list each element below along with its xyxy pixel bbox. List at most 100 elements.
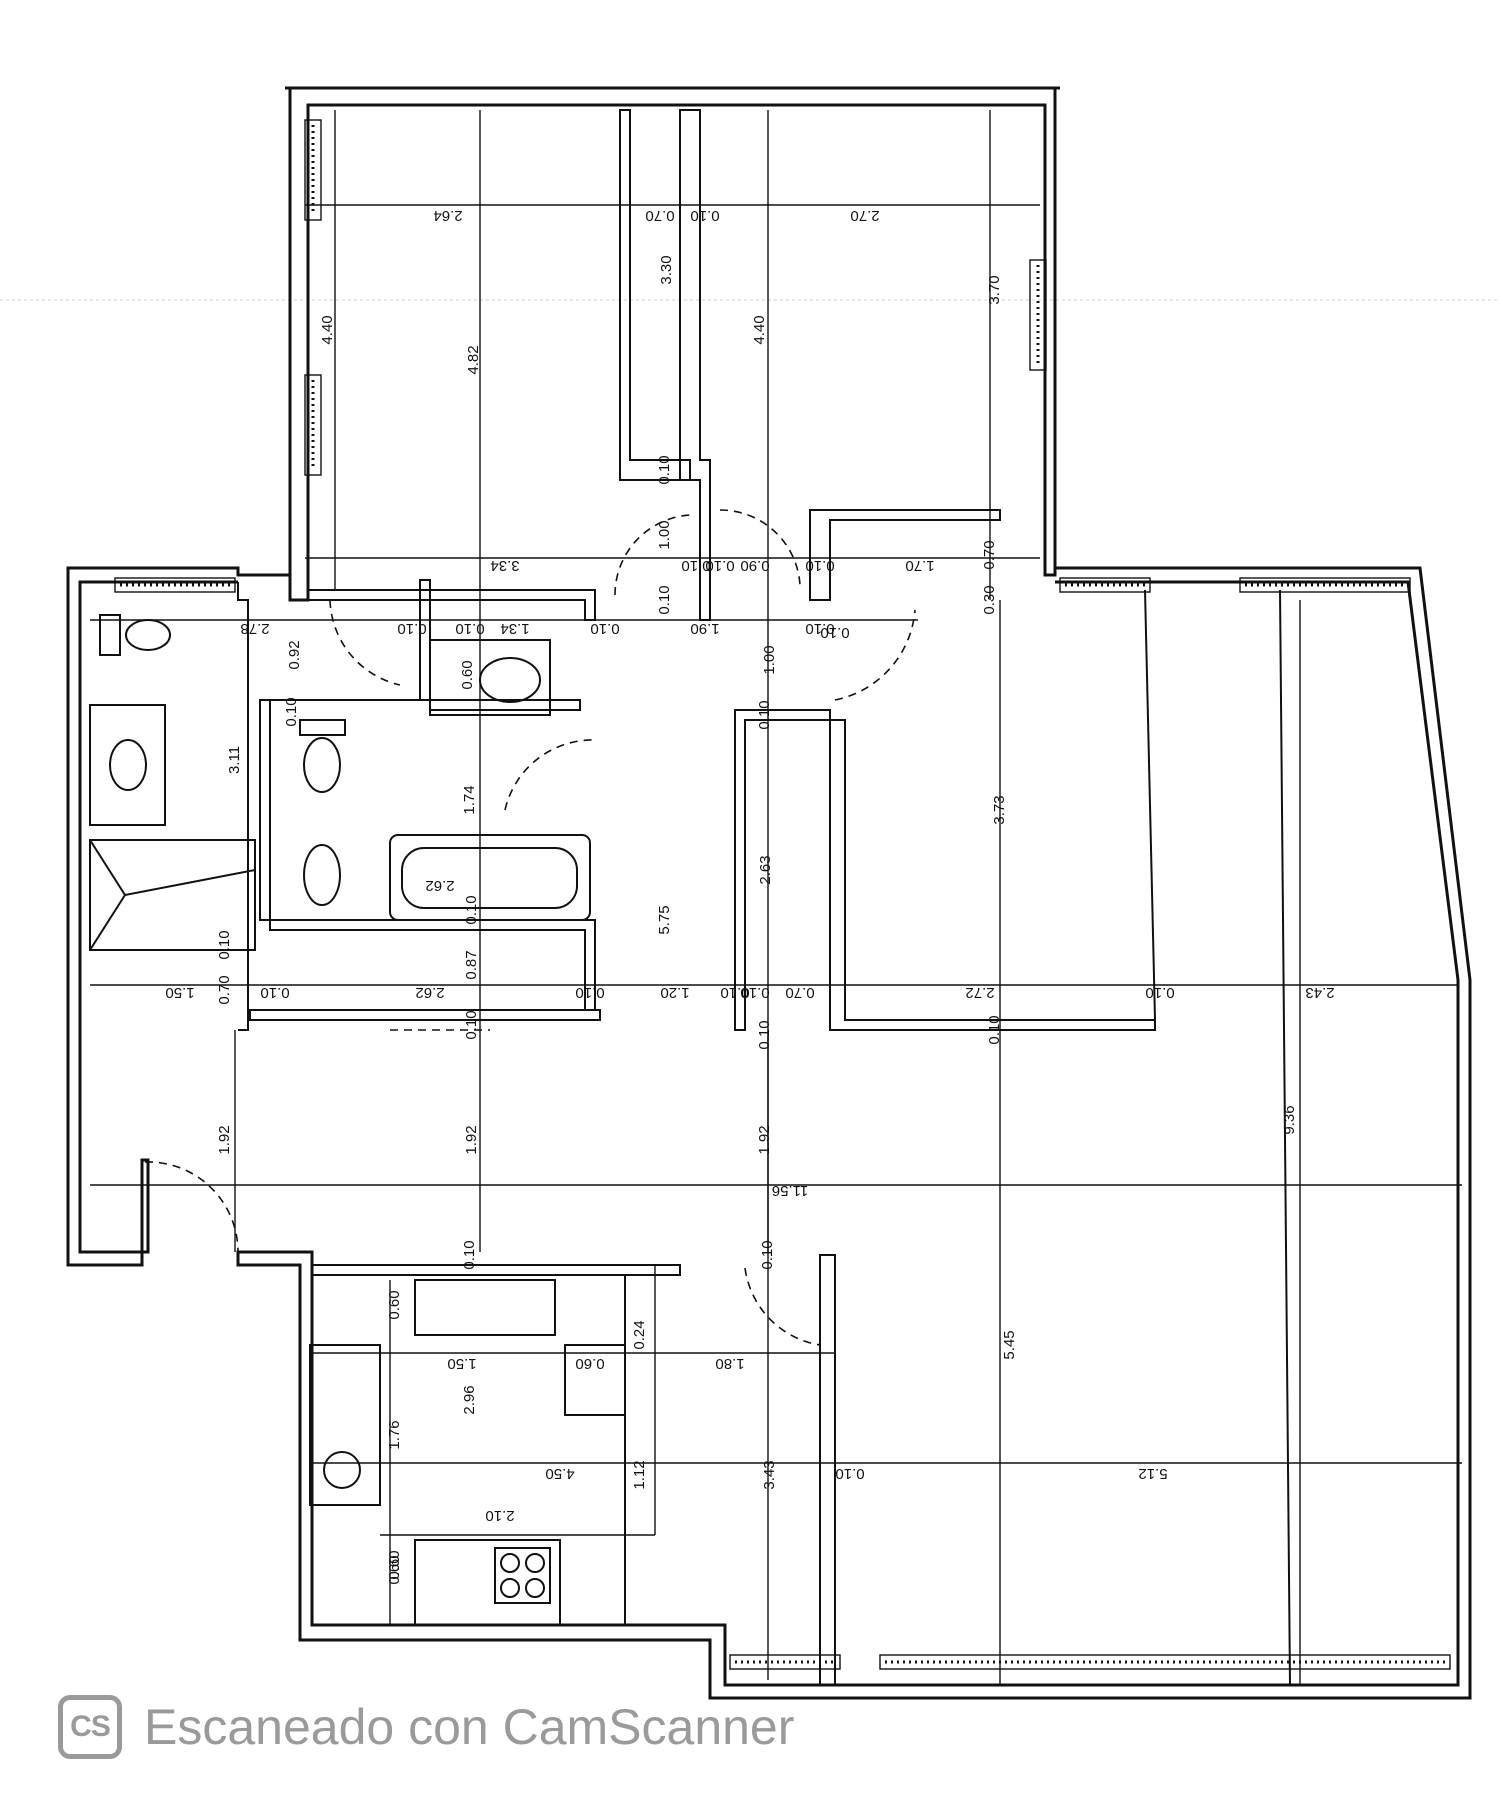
outer-wall-left-bath bbox=[66, 566, 290, 1267]
dimension-label: 0.10 bbox=[1145, 984, 1174, 1001]
dimension-label: 0.92 bbox=[286, 640, 303, 669]
dimension-label: 9.36 bbox=[1281, 1105, 1298, 1134]
dimension-label: 0.60 bbox=[459, 660, 476, 689]
dimension-label: 4.82 bbox=[465, 345, 482, 374]
sink-bath-2 bbox=[479, 657, 541, 703]
dimension-label: 0.60 bbox=[386, 1290, 403, 1319]
dimension-label: 0.10 bbox=[805, 620, 834, 637]
bathtub-outer bbox=[389, 834, 591, 921]
window-living-top-right bbox=[1239, 577, 1411, 593]
dimension-label: 1.70 bbox=[905, 557, 934, 574]
toilet-bath-1 bbox=[125, 619, 171, 651]
dimension-label: 0.10 bbox=[720, 984, 749, 1001]
dimension-label: 2.62 bbox=[425, 877, 454, 894]
wall-bath-left bbox=[237, 582, 249, 1031]
dimension-label: 3.30 bbox=[658, 255, 675, 284]
dimension-label: 2.64 bbox=[433, 207, 462, 224]
dimension-label: 0.10 bbox=[835, 1465, 864, 1482]
dimension-label: 0.10 bbox=[681, 557, 710, 574]
dimension-label: 4.50 bbox=[545, 1465, 574, 1482]
dimension-label: 2.62 bbox=[415, 984, 444, 1001]
dimension-label: 3.43 bbox=[761, 1460, 778, 1489]
scanner-watermark: CS Escaneado con CamScanner bbox=[58, 1690, 794, 1764]
dimension-label: 0.60 bbox=[575, 1355, 604, 1372]
wall-kitchen-right bbox=[819, 1254, 836, 1686]
dimension-label: 5.75 bbox=[656, 905, 673, 934]
window-left-middle bbox=[304, 374, 322, 476]
dimension-label: 0.70 bbox=[645, 207, 674, 224]
window-living-bottom-2 bbox=[879, 1654, 1451, 1670]
dimension-label: 1.92 bbox=[756, 1125, 773, 1154]
fixtures bbox=[89, 614, 626, 1626]
dimension-label: 1.20 bbox=[660, 984, 689, 1001]
door-living bbox=[744, 1267, 821, 1346]
outer-walls bbox=[66, 86, 1472, 1700]
dimension-label: 2.96 bbox=[461, 1385, 478, 1414]
wall-living-divider-1 bbox=[1144, 589, 1156, 1021]
sink-counter-bath-1 bbox=[89, 704, 166, 826]
window-living-bottom-1 bbox=[729, 1654, 841, 1670]
wall-bedroom-right-bottom bbox=[809, 509, 1001, 601]
dimension-label: 2.10 bbox=[485, 1507, 514, 1524]
dimension-label: 0.10 bbox=[986, 1015, 1003, 1044]
window-right-top bbox=[1029, 259, 1047, 371]
dimension-label: 0.10 bbox=[283, 697, 300, 726]
shower-drain-line-2 bbox=[89, 894, 126, 951]
shower-drain-line-1 bbox=[89, 839, 126, 896]
wall-closet bbox=[679, 109, 711, 621]
dimension-label: 0.10 bbox=[463, 1010, 480, 1039]
kitchen-counter-left bbox=[309, 1344, 381, 1506]
dimension-label: 1.92 bbox=[463, 1125, 480, 1154]
hob-burner-4 bbox=[525, 1578, 545, 1598]
dimension-label: 0.10 bbox=[216, 930, 233, 959]
dimension-label: 5.12 bbox=[1138, 1465, 1167, 1482]
window-bath-top bbox=[114, 577, 236, 593]
dimension-label: 2.78 bbox=[240, 620, 269, 637]
dimension-label: 0.10 bbox=[463, 895, 480, 924]
dimension-label: 1.76 bbox=[386, 1420, 403, 1449]
toilet-tank-bath-2 bbox=[299, 719, 346, 736]
dimension-label: 2.70 bbox=[850, 207, 879, 224]
dimension-label: 1.34 bbox=[500, 620, 529, 637]
doors bbox=[144, 509, 916, 1346]
dimension-label: 0.10 bbox=[705, 557, 734, 574]
dimension-label: 2.72 bbox=[965, 984, 994, 1001]
interior-walls bbox=[237, 109, 1291, 1686]
door-bedroom-right bbox=[719, 509, 801, 586]
dimension-label: 1.50 bbox=[165, 984, 194, 1001]
dimension-label: 0.90 bbox=[740, 557, 769, 574]
door-bedroom-left bbox=[329, 599, 401, 686]
dimension-label: 0.10 bbox=[690, 207, 719, 224]
bidet-bath-2 bbox=[303, 844, 341, 906]
dimension-label: 0.24 bbox=[631, 1320, 648, 1349]
dimension-label: 0.10 bbox=[756, 700, 773, 729]
dimension-label: 1.74 bbox=[461, 785, 478, 814]
dimension-label: 1.50 bbox=[447, 1355, 476, 1372]
dimension-label: 4.40 bbox=[319, 315, 336, 344]
dimension-label: 1.00 bbox=[761, 645, 778, 674]
wall-hallway-cabinet bbox=[249, 1009, 601, 1021]
door-entrance bbox=[144, 1161, 239, 1253]
kitchen-counter-bottom bbox=[414, 1539, 561, 1626]
dimension-label: 0.10 bbox=[260, 984, 289, 1001]
shower-bath-1 bbox=[89, 839, 256, 951]
dimension-label: 1.80 bbox=[715, 1355, 744, 1372]
dimension-label: 5.45 bbox=[1001, 1330, 1018, 1359]
kitchen-island bbox=[564, 1344, 626, 1416]
dimension-label: 3.34 bbox=[490, 557, 519, 574]
wall-bedroom-3 bbox=[734, 709, 1156, 1031]
kitchen-sink bbox=[323, 1451, 361, 1489]
outer-wall-right-living bbox=[236, 566, 1472, 1700]
door-bedroom-3 bbox=[834, 609, 916, 701]
hob-burner-3 bbox=[500, 1578, 520, 1598]
dimension-label: 0.10 bbox=[461, 1240, 478, 1269]
wall-living-divider-2 bbox=[1279, 589, 1291, 1686]
dimension-label: 0.10 bbox=[759, 1240, 776, 1269]
kitchen-hob bbox=[494, 1547, 551, 1604]
dimension-label: 0.10 bbox=[656, 585, 673, 614]
sink-bath-1 bbox=[109, 739, 147, 791]
dimension-label: 2.43 bbox=[1305, 984, 1334, 1001]
wall-bath-middle bbox=[259, 579, 581, 921]
dimension-label: 3.11 bbox=[226, 746, 243, 774]
dimension-label: 0.10 bbox=[455, 620, 484, 637]
